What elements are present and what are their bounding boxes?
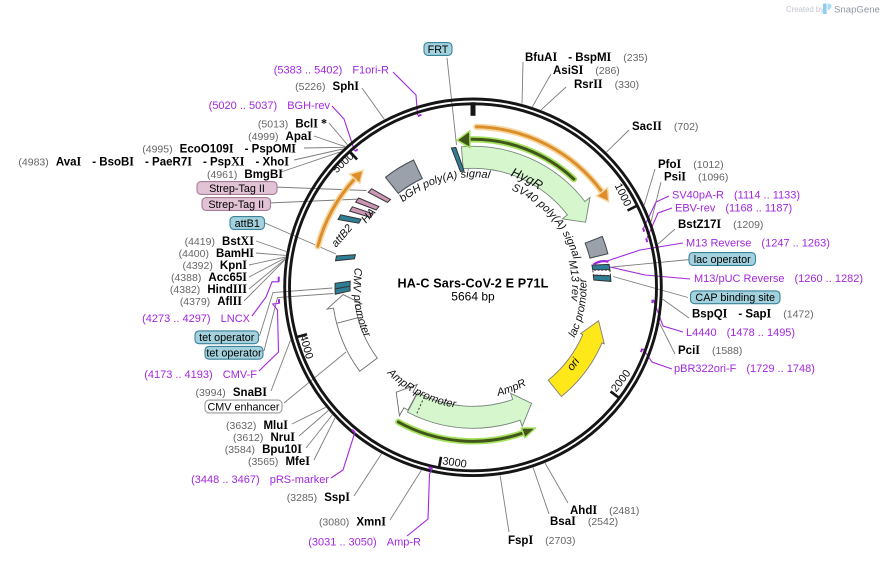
svg-text:(4382) HindIII: (4382) HindIII	[170, 282, 247, 296]
svg-text:SnapGene: SnapGene	[834, 5, 880, 16]
svg-text:(4999) ApaI: (4999) ApaI	[248, 129, 312, 143]
svg-text:(4273 .. 4297) LNCX: (4273 .. 4297) LNCX	[142, 313, 251, 325]
svg-text:Strep-Tag II: Strep-Tag II	[208, 199, 264, 211]
svg-text:CMV enhancer: CMV enhancer	[207, 401, 279, 413]
svg-text:(4379) AflII: (4379) AflII	[180, 294, 242, 308]
svg-text:PciI(1588): PciI(1588)	[678, 343, 742, 357]
svg-text:(4173 .. 4193) CMV-F: (4173 .. 4193) CMV-F	[144, 369, 257, 381]
svg-text:lac operator: lac operator	[694, 254, 751, 266]
svg-text:AhdI(2481): AhdI(2481)	[570, 503, 639, 517]
svg-text:FspI(2703): FspI(2703)	[508, 533, 576, 547]
svg-text:RsrII(330): RsrII(330)	[574, 77, 639, 91]
svg-text:(4400) BamHI: (4400) BamHI	[179, 246, 255, 260]
svg-text:EBV-rev(1168 .. 1187): EBV-rev(1168 .. 1187)	[675, 203, 792, 215]
svg-text:(3584) Bpu10I: (3584) Bpu10I	[225, 442, 303, 456]
svg-text:(3612) NruI: (3612) NruI	[233, 430, 295, 444]
svg-text:(4392) KpnI: (4392) KpnI	[183, 258, 248, 272]
svg-text:M13 rev: M13 rev	[566, 259, 581, 303]
svg-text:PsiI(1096): PsiI(1096)	[664, 170, 728, 184]
svg-text:3000: 3000	[442, 455, 468, 470]
svg-text:tet operator: tet operator	[206, 348, 262, 360]
svg-text:AsiSI(286): AsiSI(286)	[553, 63, 620, 77]
svg-text:(3285) SspI: (3285) SspI	[287, 490, 351, 504]
svg-text:HA-C Sars-CoV-2 E P71L: HA-C Sars-CoV-2 E P71L	[398, 277, 549, 291]
svg-text:(3632) MluI: (3632) MluI	[226, 418, 288, 432]
svg-text:(3994) SnaBI: (3994) SnaBI	[195, 385, 267, 399]
svg-text:BstZ17I(1209): BstZ17I(1209)	[678, 217, 763, 231]
svg-text:(5013) BclI *: (5013) BclI *	[258, 117, 327, 131]
svg-text:SV40pA-R(1114 .. 1133): SV40pA-R(1114 .. 1133)	[672, 190, 800, 202]
svg-text:Strep-Tag II: Strep-Tag II	[209, 183, 265, 195]
svg-text:(3031 .. 3050) Amp-R: (3031 .. 3050) Amp-R	[308, 537, 421, 549]
svg-text:(4388) Acc65I: (4388) Acc65I	[171, 270, 247, 284]
svg-text:PfoI(1012): PfoI(1012)	[658, 157, 724, 171]
svg-text:(4961) BmgBI: (4961) BmgBI	[207, 167, 283, 181]
svg-text:FRT: FRT	[428, 44, 449, 56]
svg-text:(4995) EcoO109I- PspOMI: (4995) EcoO109I- PspOMI	[142, 142, 296, 156]
svg-text:BfuAI- BspMI(235): BfuAI- BspMI(235)	[525, 50, 648, 64]
svg-text:(3080) XmnI: (3080) XmnI	[319, 515, 386, 529]
svg-text:(5226) SphI: (5226) SphI	[295, 79, 359, 93]
svg-text:(4419) BstXI: (4419) BstXI	[185, 234, 255, 248]
svg-text:BsaI(2542): BsaI(2542)	[550, 514, 618, 528]
svg-text:(5383 .. 5402) F1ori-R: (5383 .. 5402) F1ori-R	[274, 65, 389, 77]
svg-text:tet operator: tet operator	[199, 332, 255, 344]
svg-text:M13/pUC Reverse(1260 .. 1282): M13/pUC Reverse(1260 .. 1282)	[694, 273, 863, 285]
svg-text:BspQI- SapI(1472): BspQI- SapI(1472)	[692, 307, 814, 321]
svg-text:SacII(702): SacII(702)	[632, 119, 698, 133]
svg-text:CAP binding site: CAP binding site	[695, 292, 775, 304]
svg-text:(4983) AvaI- BsoBI- PaeR7I- Ps: (4983) AvaI- BsoBI- PaeR7I- PspXI- XhoI	[18, 155, 289, 169]
svg-text:L4440(1478 .. 1495): L4440(1478 .. 1495)	[686, 327, 795, 339]
svg-text:(3565) MfeI: (3565) MfeI	[248, 454, 310, 468]
svg-text:Created by: Created by	[786, 5, 824, 14]
svg-text:attB1: attB1	[235, 218, 260, 230]
svg-text:5664 bp: 5664 bp	[451, 290, 495, 304]
svg-text:(5020 .. 5037) BGH-rev: (5020 .. 5037) BGH-rev	[209, 100, 331, 112]
